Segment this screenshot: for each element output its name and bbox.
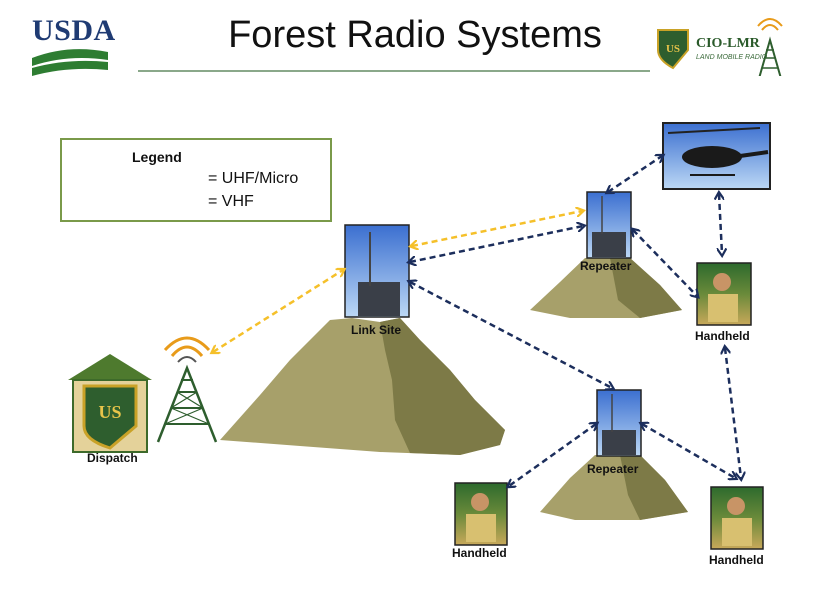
svg-text:US: US (666, 43, 680, 55)
vhf-link-repeater-top-helicopter (608, 156, 662, 192)
repeater-bottom-tower-photo (596, 389, 642, 457)
vhf-link-handheld-handheld (725, 348, 741, 478)
vhf-link-helicopter-handheld (719, 194, 722, 254)
handheld-right-upper-photo (696, 262, 752, 326)
cio-lmr-logo: US CIO-LMR LAND MOBILE RADIO (652, 12, 787, 76)
cio-lmr-logo-subtext: LAND MOBILE RADIO (696, 54, 768, 61)
big-mountain (220, 318, 505, 455)
vhf-link-linksite-repeater-top (410, 226, 583, 262)
usda-logo-swoosh (32, 49, 108, 76)
vhf-link-linksite-repeater-bottom (410, 282, 612, 388)
svg-text:US: US (98, 402, 121, 422)
handheld-bottom-right-label: Handheld (709, 553, 764, 567)
dispatch-label: Dispatch (87, 451, 138, 465)
legend-uhf-label: = UHF/Micro (208, 170, 299, 187)
legend-vhf-label: = VHF (208, 193, 254, 210)
title-divider (138, 70, 650, 72)
vhf-link-repeater-top-handheld (633, 230, 697, 296)
dispatch-radio-tower-icon (156, 336, 218, 443)
cio-lmr-logo-text: CIO-LMR (696, 36, 760, 51)
usda-logo: USDA (28, 14, 115, 76)
helicopter-photo (662, 122, 771, 190)
legend-box: Legend = UHF/Micro = VHF (60, 138, 332, 222)
link-site-tower-photo (344, 224, 410, 318)
uhf-link-linksite-repeater-top (412, 211, 582, 246)
handheld-bottom-left-label: Handheld (452, 546, 507, 560)
repeater-bottom-label: Repeater (587, 462, 639, 476)
usda-logo-text: USDA (32, 14, 116, 47)
link-site-label: Link Site (351, 323, 402, 337)
legend-title: Legend (132, 149, 182, 165)
vhf-link-repeater-bottom-handheld-right (642, 424, 735, 478)
repeater-top-label: Repeater (580, 259, 632, 273)
dispatch-building-icon: US (68, 354, 152, 453)
cio-lmr-shield-icon: US (657, 18, 783, 76)
repeater-top-tower-photo (586, 191, 632, 259)
handheld-bottom-left-photo (454, 482, 508, 546)
handheld-right-upper-label: Handheld (695, 329, 750, 343)
vhf-link-repeater-bottom-handheld-left (509, 424, 596, 486)
handheld-bottom-right-photo (710, 486, 764, 550)
uhf-link-dispatch-linksite (213, 270, 343, 352)
page-title: Forest Radio Systems (228, 14, 602, 56)
